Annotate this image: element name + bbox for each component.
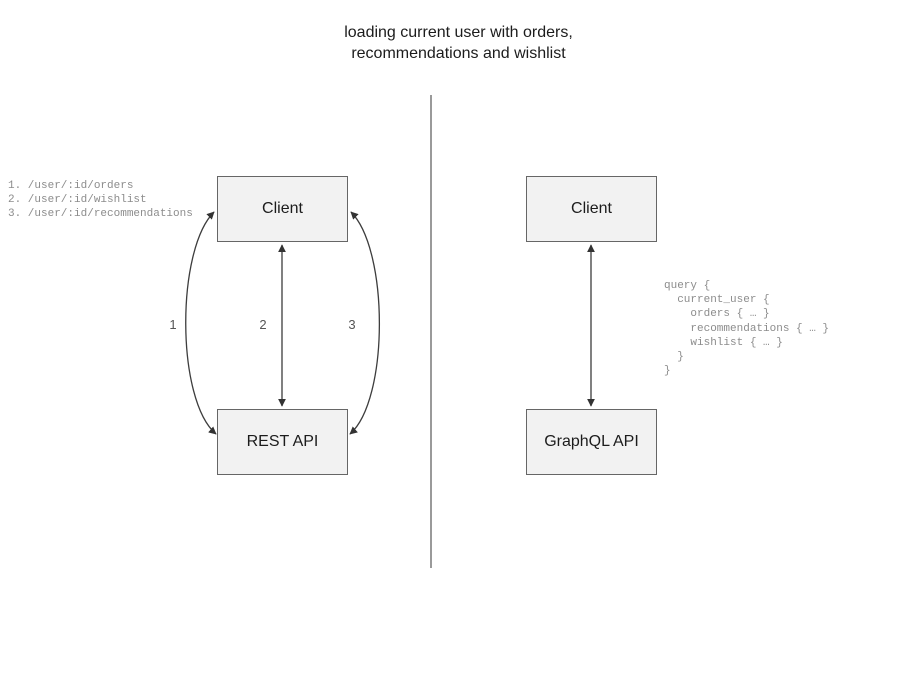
rest-endpoints-code: 1. /user/:id/orders 2. /user/:id/wishlis… [8, 180, 193, 221]
graphql-query-code: query { current_user { orders { … } reco… [664, 280, 830, 378]
node-graphql-api[interactable]: GraphQL API [526, 409, 657, 475]
edge-label-1: 1 [169, 317, 177, 332]
node-graphql-client-label: Client [571, 200, 612, 217]
edge-label-3: 3 [348, 317, 356, 332]
edge-request-3 [349, 211, 381, 435]
node-rest-api[interactable]: REST API [217, 409, 348, 475]
node-rest-api-label: REST API [246, 433, 319, 450]
edge-request-1 [185, 211, 217, 435]
edge-label-2: 2 [259, 317, 267, 332]
node-rest-client[interactable]: Client [217, 176, 348, 242]
diagram-title: loading current user with orders, recomm… [344, 24, 573, 62]
node-rest-client-label: Client [262, 200, 303, 217]
node-graphql-client[interactable]: Client [526, 176, 657, 242]
node-graphql-api-label: GraphQL API [544, 433, 639, 450]
